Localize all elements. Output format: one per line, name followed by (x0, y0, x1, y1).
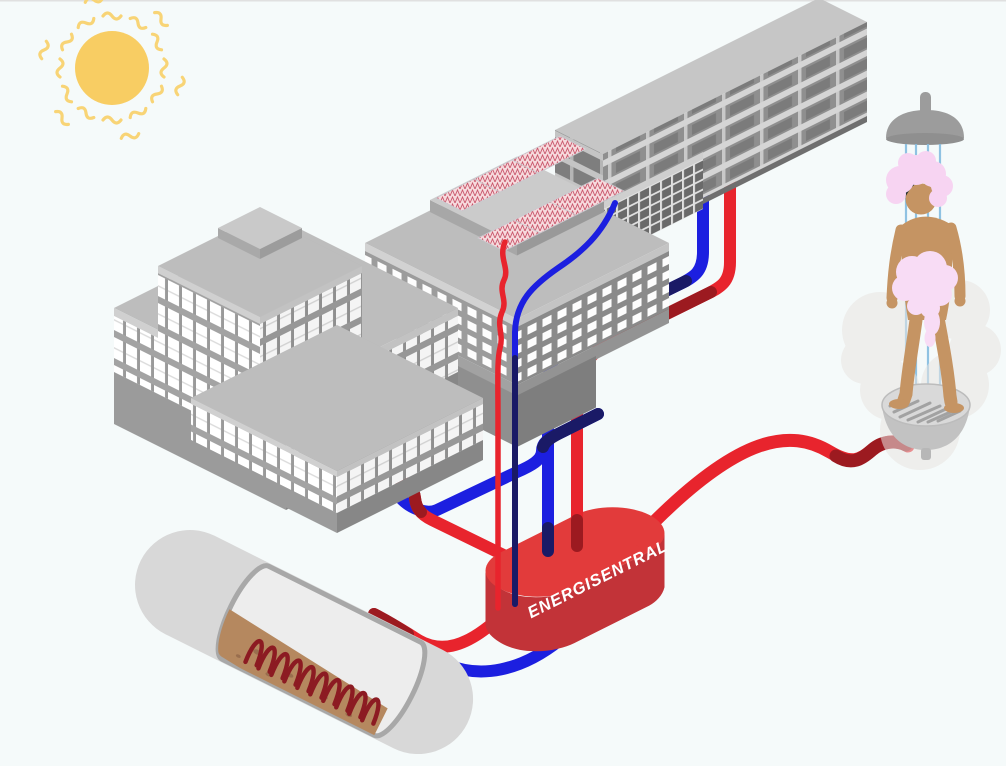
front-windows-left (191, 404, 337, 513)
front-windows-right (337, 404, 483, 513)
arms (886, 222, 966, 304)
shower-head-face (886, 133, 964, 145)
podium-roof-slab (597, 152, 703, 212)
leg (897, 313, 923, 407)
energy-central: ENERGISENTRAL (485, 507, 671, 652)
tower-pad-side-right (260, 228, 302, 259)
tower-slab-right (260, 266, 362, 324)
pipe-stubs (542, 492, 583, 557)
solar-building-windows-right (517, 251, 669, 385)
person (886, 151, 966, 413)
sun (37, 0, 187, 143)
foot (889, 399, 909, 409)
solar-circuit-lines (495, 200, 618, 611)
coil-loop (269, 651, 290, 681)
waist-foam (892, 251, 958, 347)
solar-building (365, 135, 669, 447)
coil-loop (321, 677, 342, 707)
solar-panel (511, 135, 587, 174)
coil-loop (295, 664, 316, 694)
energy-central-wall (485, 533, 665, 652)
platform-side-right (517, 200, 604, 256)
coil-loop (282, 658, 303, 687)
basin-stem (921, 448, 931, 460)
arm (945, 222, 966, 302)
head (905, 183, 937, 215)
cold-pipe-offices-dark-segment (537, 408, 604, 453)
front-base-right (337, 440, 483, 533)
solar-hot-line (495, 239, 509, 611)
tower-pad-top (218, 207, 302, 249)
shampoo-foam (886, 151, 953, 207)
heat-exchanger-coil (243, 638, 381, 726)
front-slab-right (337, 398, 483, 477)
coil-loop (359, 697, 381, 726)
solar-collectors (435, 135, 625, 252)
top-hairline (0, 0, 1006, 2)
solar-panel (549, 177, 625, 216)
solar-building-pedestal-right (517, 356, 596, 447)
energy-central-top-mid (500, 514, 650, 590)
office-cluster (114, 207, 604, 588)
energy-central-top (485, 507, 665, 597)
tower-windows-left (158, 273, 260, 392)
sun-disc (75, 31, 149, 105)
legs (897, 311, 958, 409)
hand (954, 295, 966, 307)
coil-loop (243, 638, 264, 668)
solar-building-slab-left (365, 243, 517, 327)
front-slab-left (191, 398, 337, 477)
coil-loop (347, 690, 368, 720)
shower-scene (841, 92, 1001, 470)
arm (886, 224, 907, 304)
tower-roof (158, 215, 362, 317)
tower-pad-side-left (218, 228, 260, 259)
hand (886, 297, 898, 309)
foot (944, 403, 964, 413)
coil-loop (256, 645, 277, 674)
office-block-front (191, 325, 483, 533)
coil-loop (308, 671, 329, 700)
leg (931, 311, 958, 409)
wastewater-tank (135, 530, 474, 755)
coil-loop (334, 684, 355, 713)
tower-slab-left (158, 266, 260, 324)
front-base-left (191, 440, 337, 533)
solar-cold-line (512, 200, 618, 607)
solar-building-slab-right (517, 243, 669, 327)
office-tower (158, 207, 362, 392)
apartment-roof (555, 0, 867, 154)
